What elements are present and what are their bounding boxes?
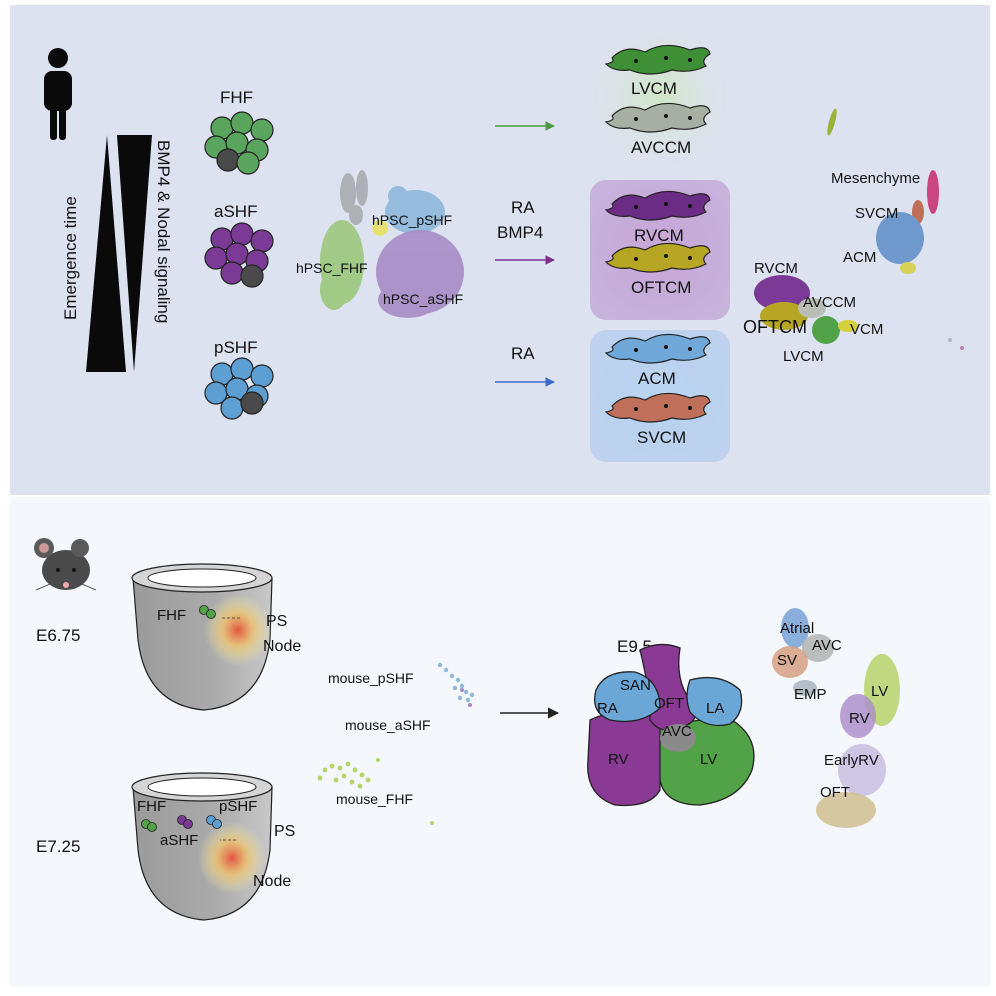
rvcm-cluster [754,275,810,311]
hpsc-ashf-cluster [376,230,464,318]
vcm-cluster [838,320,858,332]
rvcm-cell: RVCM [604,190,711,245]
ashf-label: aSHF [214,202,257,221]
svcm-cell: SVCM [604,392,711,447]
heart-oft-label: OFT [654,695,684,712]
lvcm-label: LVCM [631,79,677,98]
heart-diagram [587,643,755,807]
cluster-rv: RV [849,710,870,727]
heart-san-label: SAN [620,677,651,694]
cluster-acm: ACM [843,249,876,266]
lvcm-cluster [812,316,840,344]
lvcm-cell: LVCM [604,44,711,98]
heart-rv-label: RV [608,751,629,768]
cluster-rvcm: RVCM [754,260,798,277]
acm-cell: ACM [604,333,711,388]
cluster-early-rv: EarlyRV [824,752,879,769]
hpsc-fhf-label: hPSC_FHF [296,260,368,276]
fhf-label: FHF [220,88,253,107]
ashf-treatment-bmp4: BMP4 [497,223,543,242]
ashf-treatment-ra: RA [511,198,535,217]
heart-lv-label: LV [700,751,717,768]
e675-ps-label: PS [266,613,287,630]
hpsc-yellow-cluster [372,220,388,236]
pshf-treatment-ra: RA [511,344,535,363]
mouse-progenitor-umap: mouse_pSHF mouse_aSHF mouse_FHF [317,662,475,825]
emergence-time-label: Emergence time [61,196,80,320]
human-icon [44,48,72,140]
cluster-atrial: Atrial [780,620,814,637]
rvcm-label: RVCM [634,226,684,245]
rv-cluster [840,694,876,738]
oft-cluster [816,792,876,828]
oftcm-cluster [760,302,808,330]
mouse-icon [34,538,97,591]
ashf-progenitor-group: aSHF [204,202,274,288]
embryo-e725: FHF aSHF pSHF PS Node [131,772,295,921]
pshf-progenitor-group: pSHF [204,338,274,420]
e725-ashf-label: aSHF [160,832,198,849]
cluster-oft: OFT [820,784,850,801]
avccm-cell: AVCCM [604,102,711,157]
mouse-heart-umap: Atrial AVC SV EMP LV RV EarlyRV OFT [772,608,900,828]
cluster-svcm: SVCM [855,205,898,222]
emp-cluster [793,680,817,696]
early-rv-cluster [838,744,886,796]
hpsc-pshf-cluster [385,186,445,234]
cluster-lv: LV [871,683,888,700]
signaling-label: BMP4 & Nodal signaling [154,140,173,323]
cluster-lvcm: LVCM [783,348,824,365]
cluster-oftcm: OFTCM [743,317,807,337]
human-panel [10,5,990,495]
e725-pshf-label: pSHF [219,798,257,815]
hpsc-fhf-cluster [320,220,364,310]
hpsc-ashf-label: hPSC_aSHF [383,291,463,307]
oftcm-label: OFTCM [631,278,691,297]
cluster-mesenchyme: Mesenchyme [831,170,920,187]
mouse-fhf-label: mouse_FHF [336,791,413,807]
cluster-vcm: VCM [850,321,883,338]
e675-fhf-label: FHF [157,607,186,624]
e675-node-label: Node [263,638,301,655]
stage-e675: E6.75 [36,626,80,645]
cluster-avccm: AVCCM [803,294,856,311]
hpsc-pshf-label: hPSC_pSHF [372,212,452,228]
avccm-label: AVCCM [631,138,691,157]
acm-cluster [876,212,924,264]
oftcm-cell: OFTCM [604,242,711,297]
human-derivative-umap: Mesenchyme SVCM ACM RVCM AVCCM OFTCM VCM… [743,108,964,365]
emergence-wedge [86,135,126,372]
e725-node-label: Node [253,873,291,890]
heart-ra-label: RA [597,700,618,717]
atrial-cluster [781,608,809,648]
human-umap: hPSC_pSHF hPSC_FHF hPSC_aSHF [296,170,464,318]
cluster-emp: EMP [794,686,827,703]
heart-avc-region [660,724,696,752]
cluster-sv: SV [777,652,797,669]
e725-fhf-label: FHF [137,798,166,815]
pshf-label: pSHF [214,338,257,357]
signaling-wedge [117,135,152,372]
sv-cluster [772,646,808,678]
fhf-progenitor-group: FHF [204,88,274,175]
stage-e725: E7.25 [36,837,80,856]
avc-cluster [802,634,834,662]
embryo-e675: FHF PS Node [131,563,301,711]
acm-label: ACM [638,369,676,388]
heart-right-atrium [593,671,661,723]
mesenchyme-cluster [927,170,939,214]
heart-left-atrium [686,676,743,727]
hpsc-grey-cluster [340,170,368,225]
heart-la-label: LA [706,700,724,717]
mouse-pshf-label: mouse_pSHF [328,670,414,686]
e725-ps-label: PS [274,823,295,840]
heart-avc-label: AVC [662,723,692,740]
avccm-cluster [798,298,826,318]
mouse-ashf-label: mouse_aSHF [345,717,431,733]
svcm-label: SVCM [637,428,686,447]
cluster-avc: AVC [812,637,842,654]
